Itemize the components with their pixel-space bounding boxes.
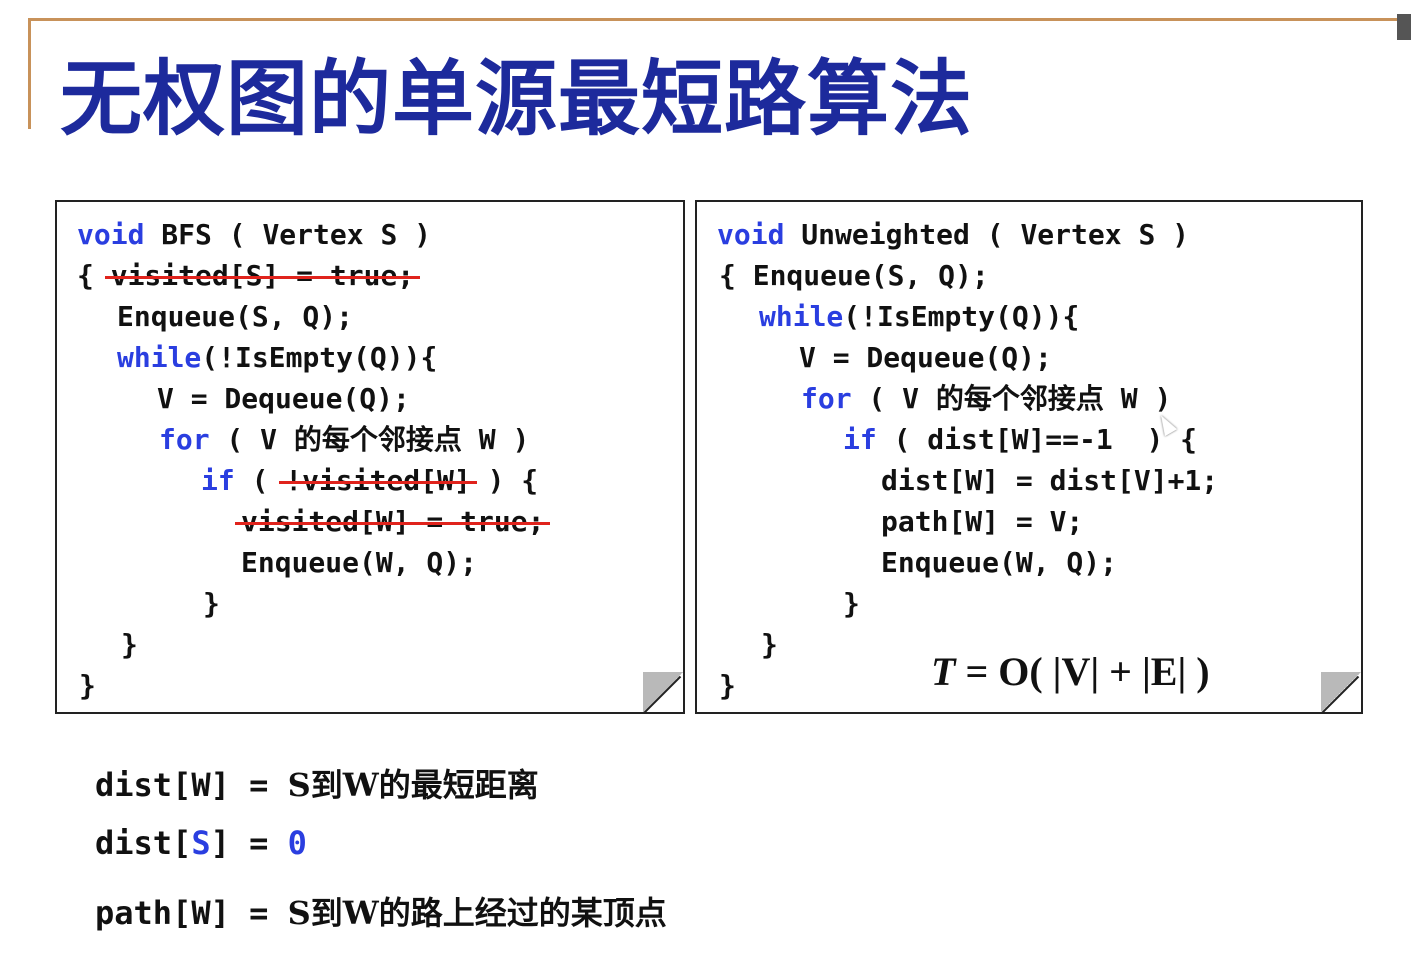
def-meaning: 0 (287, 824, 307, 862)
code-text: Unweighted ( Vertex S ) (784, 218, 1190, 251)
struck-code: visited[W] = true; (234, 505, 551, 538)
keyword: if (843, 423, 877, 456)
def-term: dist[ (95, 824, 192, 862)
def-meaning: S到W的路上经过的某顶点 (287, 894, 667, 932)
definition-dist-s: dist[S] = 0 (95, 824, 307, 862)
code-line: if ( !visited[W] ) { (201, 464, 538, 498)
title-frame (28, 18, 1411, 129)
code-text: BFS ( Vertex S ) (144, 218, 432, 251)
code-line: V = Dequeue(Q); (799, 341, 1052, 374)
code-text: ( (234, 464, 286, 497)
struck-code: visited[S] = true; (104, 259, 421, 292)
code-text: (!IsEmpty(Q)){ (843, 300, 1080, 333)
code-text: ) { (470, 464, 539, 497)
code-line: for ( V 的每个邻接点 W ) (159, 423, 529, 457)
code-line: { visited[S] = true; (77, 259, 421, 293)
code-line: void Unweighted ( Vertex S ) (717, 218, 1189, 252)
keyword: while (759, 300, 844, 333)
def-term: path[W] (95, 894, 230, 932)
code-line: dist[W] = dist[V]+1; (881, 464, 1219, 497)
code-text: ( V 的每个邻接点 W ) (209, 423, 530, 456)
code-line: Enqueue(W, Q); (881, 546, 1118, 579)
code-line: } (121, 628, 138, 661)
keyword: if (201, 464, 235, 497)
code-line: while(!IsEmpty(Q)){ (117, 341, 437, 375)
keyword: for (159, 423, 210, 456)
code-line: V = Dequeue(Q); (157, 382, 410, 415)
keyword: while (117, 341, 202, 374)
keyword: void (717, 218, 785, 251)
code-line: for ( V 的每个邻接点 W ) (801, 382, 1171, 416)
code-line: void BFS ( Vertex S ) (77, 218, 431, 252)
complexity-symbol: T (931, 649, 956, 694)
code-text: ( dist[W]==-1 ) { (876, 423, 1198, 456)
keyword: for (801, 382, 852, 415)
code-line: } (761, 628, 778, 661)
unweighted-code-box: void Unweighted ( Vertex S ) { Enqueue(S… (695, 200, 1363, 714)
corner-mark (1397, 14, 1411, 40)
code-line: while(!IsEmpty(Q)){ (759, 300, 1079, 334)
definition-dist-w: dist[W] = S到W的最短距离 (95, 760, 539, 806)
code-text: ( V 的每个邻接点 W ) (851, 382, 1172, 415)
def-meaning: S到W的最短距离 (287, 766, 539, 804)
code-line: Enqueue(W, Q); (241, 546, 478, 579)
code-text: (!IsEmpty(Q)){ (201, 341, 438, 374)
code-line: } (843, 587, 860, 620)
time-complexity: T = O( |V| + |E| ) (931, 648, 1210, 695)
code-line: path[W] = V; (881, 505, 1084, 538)
bfs-code-box: void BFS ( Vertex S ) { visited[S] = tru… (55, 200, 685, 714)
def-term: dist[W] (95, 766, 230, 804)
code-line: } (719, 669, 736, 702)
code-line: } (203, 587, 220, 620)
def-term-highlight: S (191, 824, 211, 862)
struck-code: !visited[W] (279, 464, 478, 497)
slide-title: 无权图的单源最短路算法 (60, 52, 974, 147)
definition-path-w: path[W] = S到W的路上经过的某顶点 (95, 888, 667, 934)
complexity-formula: = O( |V| + |E| ) (955, 649, 1210, 694)
def-equals: = (229, 766, 288, 804)
def-term: ] (210, 824, 230, 862)
code-text: { (77, 259, 111, 292)
code-line: visited[W] = true; (234, 505, 551, 539)
code-line: Enqueue(S, Q); (117, 300, 354, 333)
code-line: { Enqueue(S, Q); (719, 259, 989, 292)
code-line: } (79, 669, 96, 702)
def-equals: = (229, 824, 288, 862)
def-equals: = (229, 894, 288, 932)
keyword: void (77, 218, 145, 251)
code-line: if ( dist[W]==-1 ) { (843, 423, 1197, 457)
